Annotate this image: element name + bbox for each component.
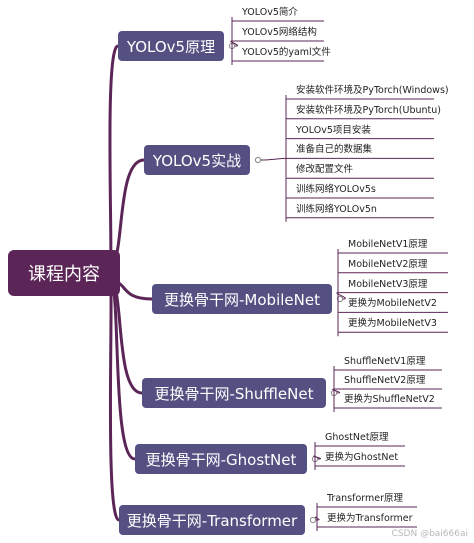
branch-node-6: 更换骨干网-Transformer [119,505,305,535]
branch-node-5: 更换骨干网-GhostNet [135,444,307,474]
branch-node-4: 更换骨干网-ShuffleNet [142,378,326,408]
leaf-item: YOLOv5简介 [242,7,298,18]
leaf-item: YOLOv5项目安装 [296,124,371,136]
branch-node-3: 更换骨干网-MobileNet [152,284,332,314]
leaf-item: MobileNetV3原理 [348,278,428,290]
leaf-item: 训练网络YOLOv5s [296,184,376,195]
root-node: 课程内容 [8,250,120,296]
branch-label: 更换骨干网-MobileNet [164,290,320,309]
branch-handle-6 [309,516,317,524]
watermark: CSDN @bai666ai [391,529,468,539]
branch-label: 更换骨干网-Transformer [126,511,298,530]
leaf-item: Transformer原理 [327,493,404,504]
leaf-item: MobileNetV2原理 [348,258,428,270]
leaf-item: YOLOv5的yaml文件 [242,47,331,58]
leaf-item: 更换为MobileNetV2 [348,298,437,310]
branch-label: 更换骨干网-ShuffleNet [154,384,314,403]
leaf-item: 训练网络YOLOv5n [296,203,377,215]
branch-leaf-link-1 [230,40,238,47]
leaf-item: 更换为ShuffleNetV2 [344,394,435,405]
leaf-item: 准备自己的数据集 [296,144,373,156]
branch-label: YOLOv5原理 [126,37,216,56]
leaf-item: 更换为GhostNet [325,452,399,463]
leaf-item: 更换为MobileNetV3 [348,318,437,330]
branch-leaf-link-4 [332,388,340,394]
branch-handle-2 [254,156,262,164]
root-label: 课程内容 [28,264,100,285]
leaf-item: 安装软件环境及PyTorch(Ubuntu) [296,104,441,116]
branch-leaf-link-5 [313,455,321,460]
leaf-item: ShuffleNetV2原理 [344,375,426,386]
branch-label: YOLOv5实战 [152,151,242,170]
leaf-item: MobileNetV1原理 [348,239,428,250]
branch-label: 更换骨干网-GhostNet [145,450,297,469]
leaf-item: 安装软件环境及PyTorch(Windows) [296,85,449,96]
root-branch-connector-5 [108,279,136,461]
leaf-item: 修改配置文件 [296,164,354,176]
leaf-item: 更换为Transformer [327,513,413,524]
branch-leaf-link-6 [315,516,320,521]
branch-handle-3 [336,295,344,303]
branch-node-1: YOLOv5原理 [118,31,224,61]
leaf-item: YOLOv5网络结构 [242,27,317,38]
leaf-item: ShuffleNetV1原理 [344,356,426,367]
branch-leaf-link-2 [260,157,287,161]
branch-node-2: YOLOv5实战 [144,145,250,175]
leaf-item: GhostNet原理 [325,432,389,443]
root-branch-connector-1 [108,44,120,267]
branch-leaf-link-3 [336,292,346,300]
